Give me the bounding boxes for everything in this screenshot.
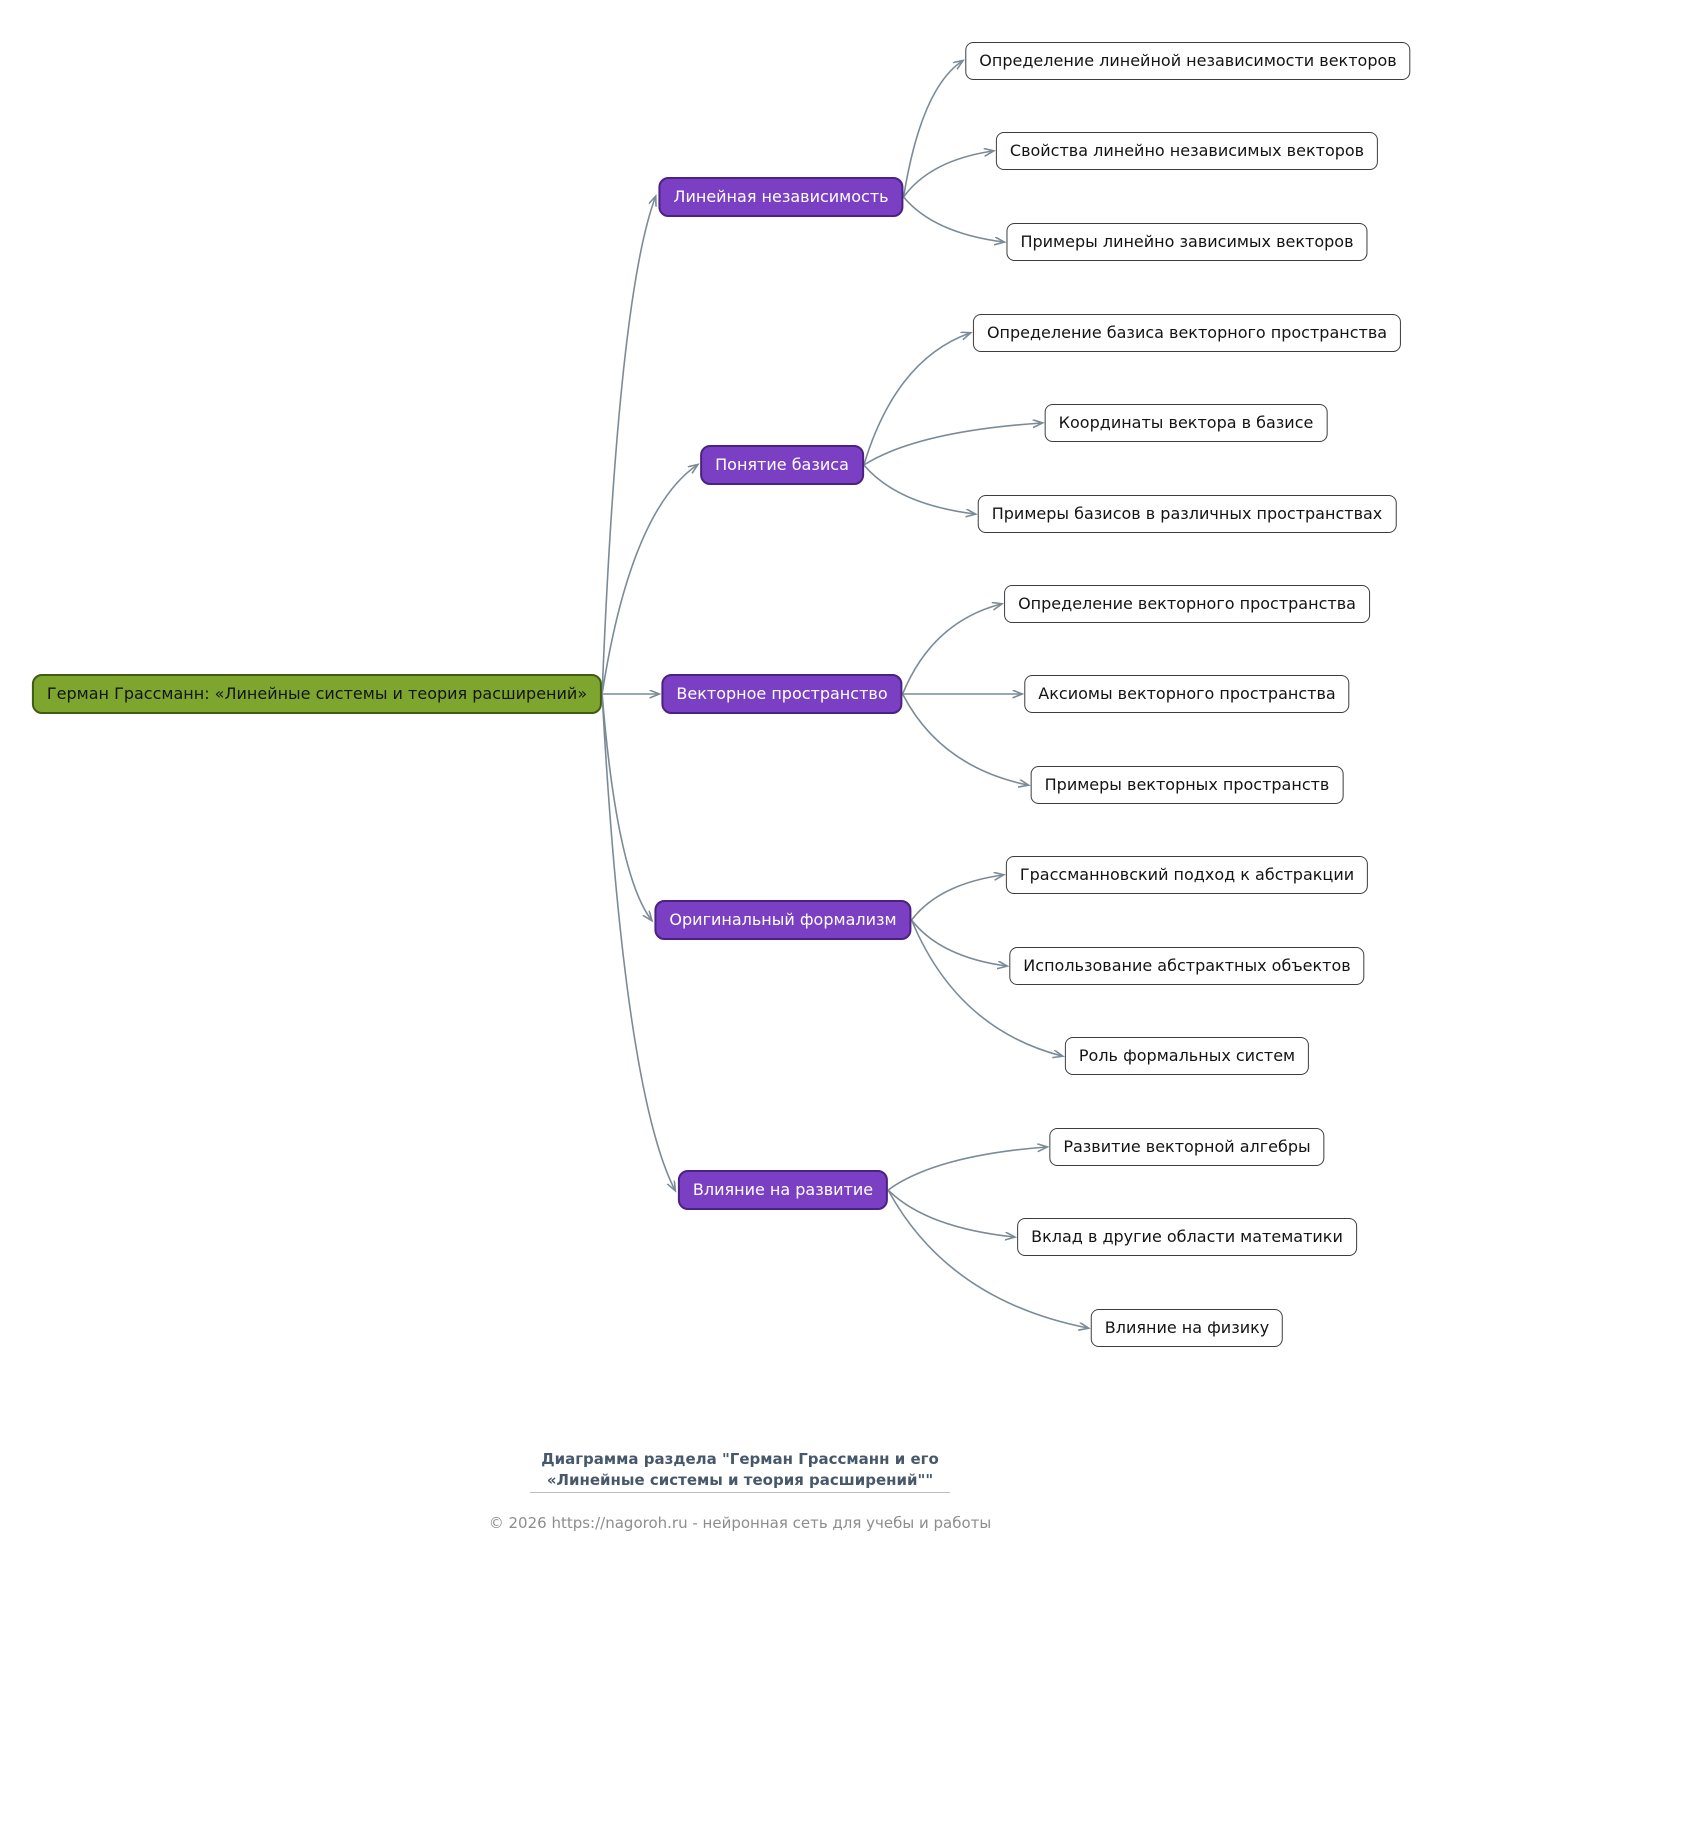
leaf-node-4-0: Развитие векторной алгебры xyxy=(1049,1128,1325,1166)
edge-root-to-branch-0 xyxy=(601,197,655,695)
edge-branch-4-leaf-2 xyxy=(887,1189,1088,1328)
branch-node-basis-concept: Понятие базиса xyxy=(700,445,864,485)
leaf-node-1-1: Координаты вектора в базисе xyxy=(1044,404,1328,442)
edge-branch-1-leaf-1 xyxy=(863,423,1042,466)
caption-divider xyxy=(530,1492,950,1493)
leaf-node-3-2: Роль формальных систем xyxy=(1064,1037,1310,1075)
leaf-node-3-1: Использование абстрактных объектов xyxy=(1009,947,1365,985)
leaf-node-4-2: Влияние на физику xyxy=(1090,1309,1284,1347)
edge-branch-1-leaf-2 xyxy=(863,464,975,514)
leaf-node-0-1: Свойства линейно независимых векторов xyxy=(995,132,1379,170)
branch-node-original-formalism: Оригинальный формализм xyxy=(654,900,912,940)
leaf-node-0-2: Примеры линейно зависимых векторов xyxy=(1006,223,1368,261)
caption-line-2: «Линейные системы и теория расширений"" xyxy=(546,1471,934,1489)
edge-branch-4-leaf-1 xyxy=(887,1189,1014,1237)
edge-branch-0-leaf-1 xyxy=(902,151,993,198)
edge-branch-3-leaf-0 xyxy=(910,875,1003,921)
leaf-node-0-0: Определение линейной независимости векто… xyxy=(965,42,1411,80)
edge-branch-1-leaf-0 xyxy=(863,333,970,466)
diagram-caption: Диаграмма раздела "Герман Грассманн и ег… xyxy=(541,1449,939,1491)
leaf-node-4-1: Вклад в другие области математики xyxy=(1017,1218,1357,1256)
edge-root-to-branch-1 xyxy=(601,465,697,695)
branch-node-vector-space: Векторное пространство xyxy=(661,674,903,714)
edge-root-to-branch-3 xyxy=(601,693,651,920)
edge-branch-3-leaf-2 xyxy=(910,919,1062,1056)
leaf-node-2-2: Примеры векторных пространств xyxy=(1030,766,1344,804)
edge-branch-2-leaf-0 xyxy=(901,604,1001,695)
branch-node-linear-independence: Линейная независимость xyxy=(658,177,904,217)
edge-branch-0-leaf-2 xyxy=(902,196,1004,242)
edge-branch-0-leaf-0 xyxy=(902,61,963,198)
edge-branch-3-leaf-1 xyxy=(910,919,1007,966)
branch-node-influence-development: Влияние на развитие xyxy=(677,1170,889,1210)
footer-credit: © 2026 https://nagoroh.ru - нейронная се… xyxy=(488,1514,992,1532)
edge-root-to-branch-4 xyxy=(601,693,675,1190)
edge-branch-2-leaf-2 xyxy=(901,693,1028,785)
leaf-node-2-0: Определение векторного пространства xyxy=(1004,585,1370,623)
leaf-node-2-1: Аксиомы векторного пространства xyxy=(1024,675,1350,713)
edge-branch-4-leaf-0 xyxy=(887,1147,1046,1191)
root-node-grassmann: Герман Грассманн: «Линейные системы и те… xyxy=(31,674,603,714)
leaf-node-1-2: Примеры базисов в различных пространства… xyxy=(977,495,1397,533)
leaf-node-1-0: Определение базиса векторного пространст… xyxy=(972,314,1402,352)
leaf-node-3-0: Грассманновский подход к абстракции xyxy=(1005,856,1369,894)
caption-line-1: Диаграмма раздела "Герман Грассманн и ег… xyxy=(541,1450,939,1468)
